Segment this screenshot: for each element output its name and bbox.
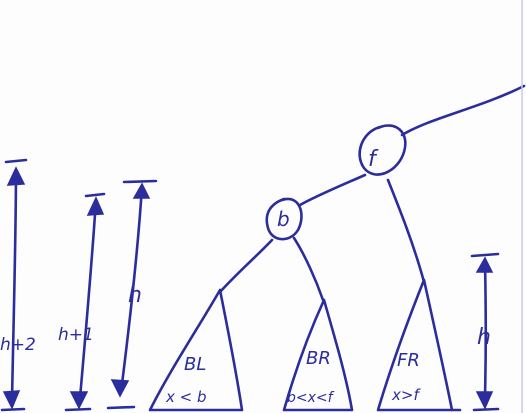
node-f-circle — [358, 124, 407, 176]
subtree-bl-condition: x < b — [165, 388, 207, 406]
subtree-br-triangle — [282, 298, 354, 412]
node-f-label: f — [368, 147, 379, 172]
edge-b-to-bl — [218, 238, 274, 294]
subtree-bl-name: BL — [184, 354, 206, 375]
edge-b-to-br — [292, 236, 325, 302]
subtree-fr-condition: x>f — [391, 386, 421, 404]
subtree-fr-name: FR — [397, 350, 420, 371]
subtree-br-name: BR — [306, 348, 331, 369]
height-label-h-plus-1: h+1 — [58, 325, 94, 345]
height-marker-h-plus-2 — [0, 158, 28, 412]
height-label-h-left: h — [128, 283, 142, 308]
subtree-fr-triangle — [376, 278, 462, 412]
height-marker-h-plus-1 — [64, 192, 106, 412]
subtree-bl-triangle — [148, 288, 244, 412]
node-b-label: b — [277, 207, 290, 231]
node-b-circle — [265, 197, 303, 241]
height-marker-h-left — [106, 179, 158, 410]
edge-parent-to-f — [400, 84, 526, 137]
height-label-h-right: h — [477, 325, 491, 350]
subtree-br-condition: b<x<f — [287, 390, 335, 406]
height-marker-h-right — [470, 252, 500, 412]
height-label-h-plus-2: h+2 — [0, 335, 36, 355]
edge-f-to-fr — [386, 178, 426, 284]
edge-f-to-b — [298, 173, 367, 207]
